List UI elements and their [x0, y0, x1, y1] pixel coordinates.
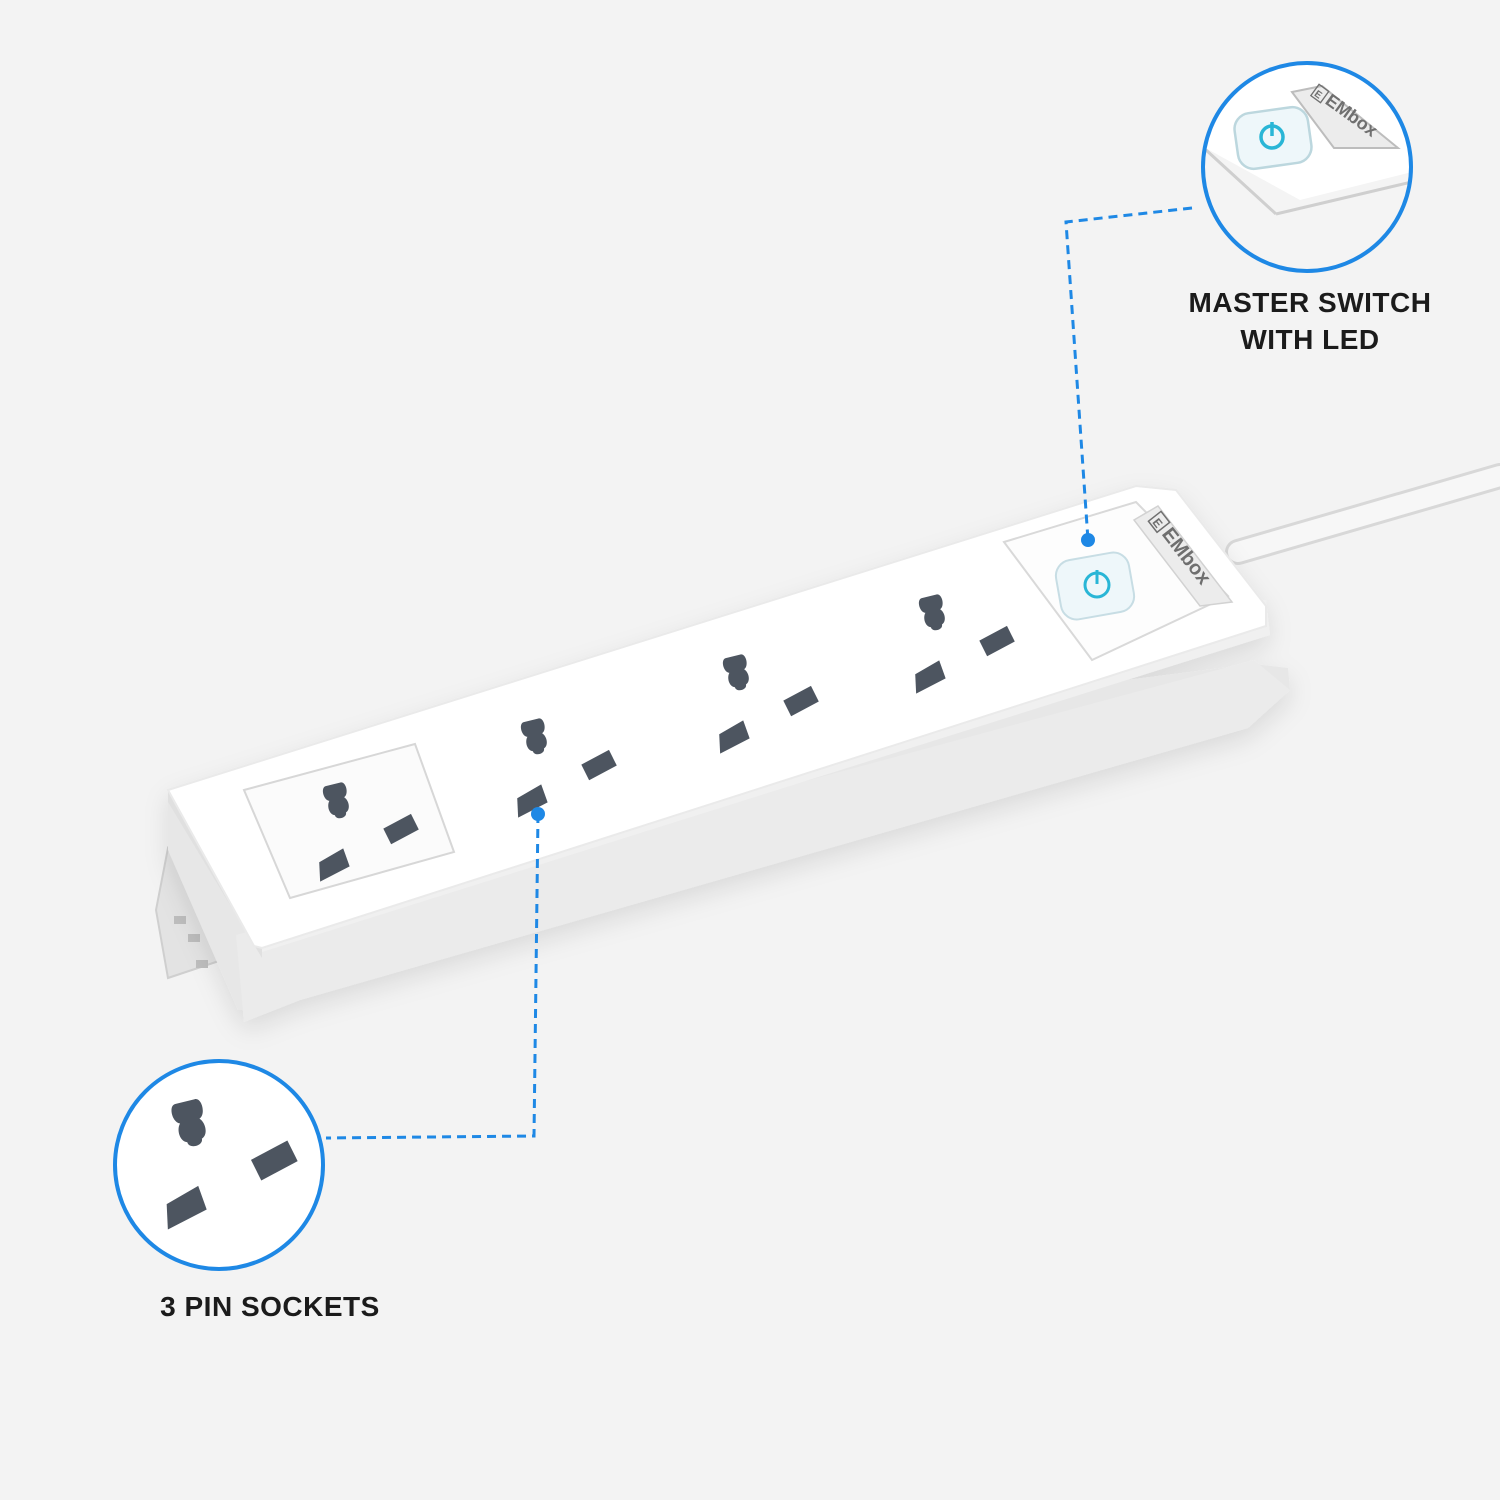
master-switch-label-line1: MASTER SWITCH — [1188, 287, 1432, 318]
callout-dot-bottom — [531, 807, 545, 821]
callout-connector-top — [1064, 206, 1193, 541]
master-switch-button[interactable] — [1053, 550, 1136, 622]
master-switch-label-line2: WITH LED — [1240, 324, 1380, 355]
master-switch-label: MASTER SWITCH WITH LED — [1160, 284, 1460, 358]
sockets-label: 3 PIN SOCKETS — [160, 1291, 380, 1322]
callout-connector-bottom — [325, 813, 540, 1140]
zoom-circle-socket — [115, 1061, 323, 1269]
master-switch-callout: E EMbox — [1064, 61, 1413, 547]
socket-frame — [242, 742, 456, 900]
callout-dot-top — [1081, 533, 1095, 547]
sockets-callout — [113, 807, 545, 1271]
